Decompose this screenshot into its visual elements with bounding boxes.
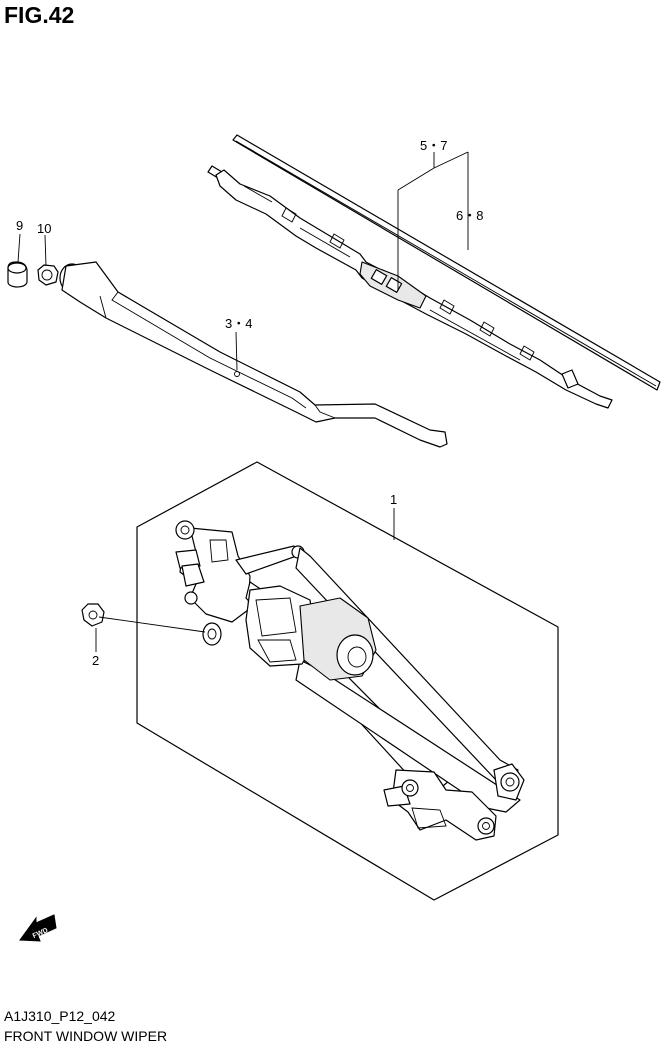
motor-linkage-outline xyxy=(136,461,559,901)
wiper-arm-cap xyxy=(7,261,28,288)
fwd-arrow-icon: FWD xyxy=(19,914,57,942)
callout-5-7: 5・7 xyxy=(420,138,447,153)
diagram-caption: FRONT WINDOW WIPER xyxy=(4,1028,168,1044)
wiper-arm xyxy=(59,261,448,448)
wiper-arm-nut xyxy=(37,264,59,286)
wiper-blade-assembly xyxy=(207,165,613,409)
wiper-motor-linkage xyxy=(175,520,525,841)
callout-2: 2 xyxy=(92,653,99,668)
callout-6-8: 6・8 xyxy=(456,208,483,223)
leader-lines xyxy=(17,151,469,652)
mounting-bolt xyxy=(81,603,105,627)
callout-9: 9 xyxy=(16,218,23,233)
wiper-blade-rubber xyxy=(232,134,661,391)
diagram-code: A1J310_P12_042 xyxy=(4,1008,116,1024)
callout-1: 1 xyxy=(390,492,397,507)
callout-10: 10 xyxy=(37,221,51,236)
figure-title: FIG.42 xyxy=(4,2,75,28)
callout-3-4: 3・4 xyxy=(225,316,252,331)
